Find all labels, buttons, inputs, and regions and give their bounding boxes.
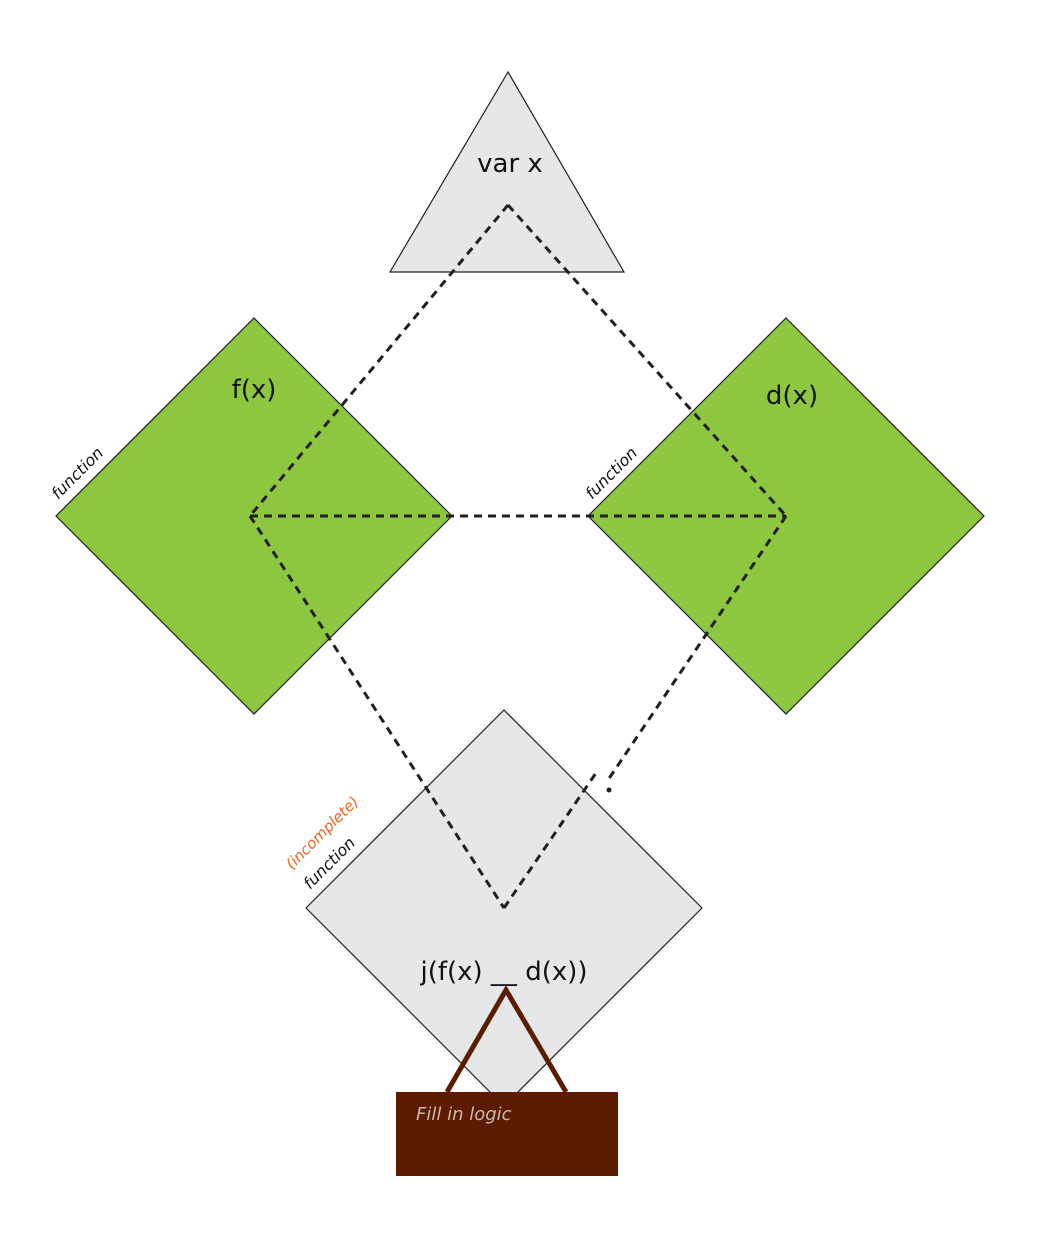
dangling-end-dot	[606, 787, 612, 793]
var-x-label: var x	[477, 149, 543, 179]
dashed-connectors	[248, 204, 788, 909]
f-x-label: f(x)	[232, 375, 277, 405]
edge-d-x-to-j	[606, 515, 788, 781]
fill-in-logic-label: Fill in logic	[416, 1104, 512, 1125]
j-label: j(f(x) __ d(x))	[419, 957, 587, 987]
var-x-triangle	[388, 70, 626, 273]
edge-var-x-to-f-x	[248, 204, 510, 517]
fill-in-logic-box[interactable]: Fill in logic	[396, 1092, 618, 1176]
d-x-label: d(x)	[766, 381, 818, 411]
fill-in-logic-rect	[396, 1092, 618, 1176]
logic-connector	[444, 985, 569, 1094]
edge-f-x-to-j	[248, 515, 506, 909]
